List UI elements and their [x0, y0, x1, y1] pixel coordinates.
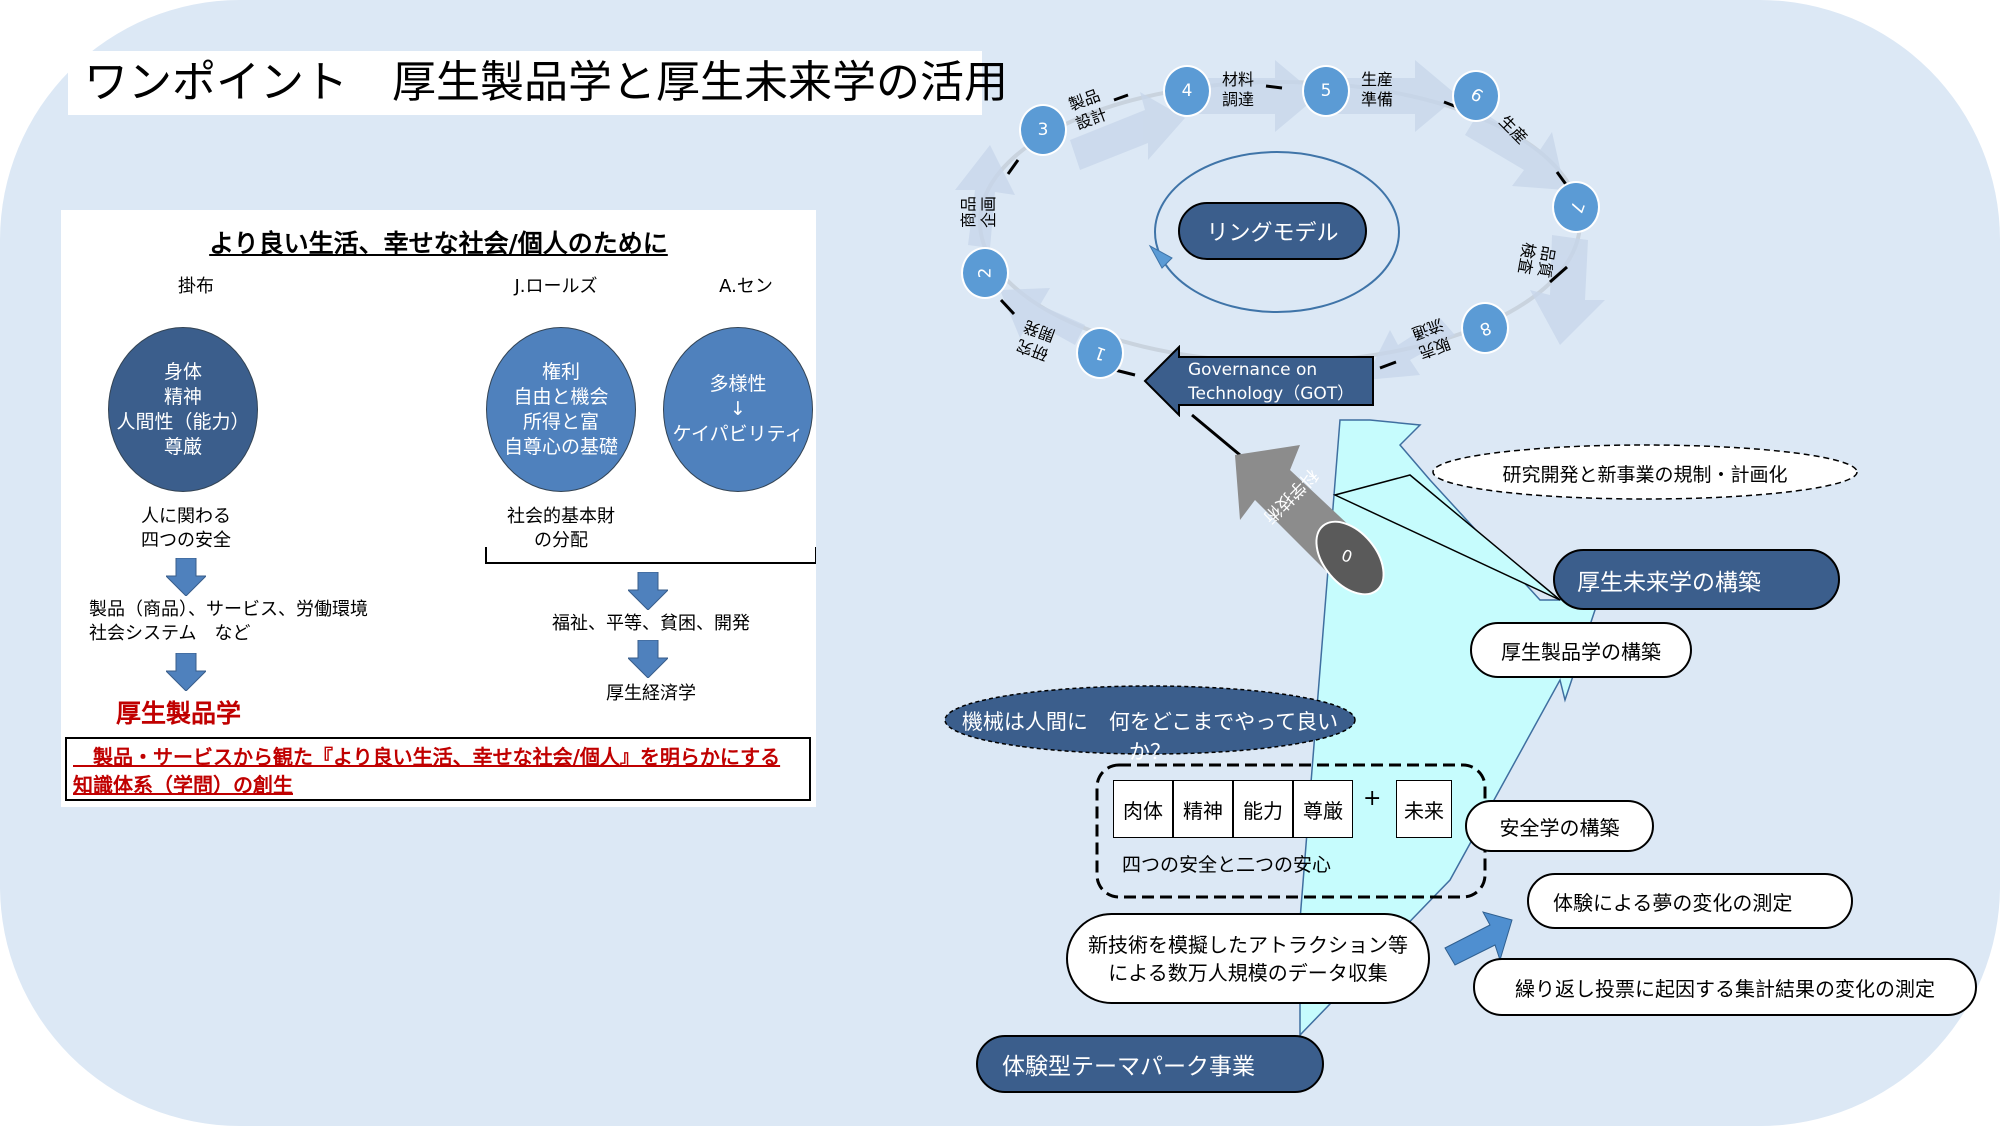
circle-line: 所得と富 — [522, 410, 599, 433]
welfare-text: 福祉、平等、貧困、開発 — [552, 613, 750, 634]
page-title: ワンポイント 厚生製品学と厚生未来学の活用 — [68, 51, 1008, 115]
theme-park-button[interactable]: 体験型テーマパーク事業 — [976, 1035, 1324, 1093]
circle-sen: 多様性 ↓ ケイパビリティ — [663, 327, 813, 492]
author-kakefu: 掛布 — [178, 276, 214, 297]
got-label: Governance on Technology（GOT） — [1188, 358, 1354, 406]
circle-line: 精神 — [163, 385, 202, 408]
conclusion-box: 製品・サービスから観た『より良い生活、幸せな社会/個人』を明らかにする 知識体系… — [65, 737, 811, 801]
text-line: 社会的基本財 — [507, 506, 615, 527]
regulation-ellipse — [1432, 444, 1858, 500]
label-line: による数万人規模のデータ収集 — [1108, 960, 1388, 985]
safety-cell-mind: 精神 — [1173, 780, 1233, 838]
cycle-ellipse — [1154, 151, 1400, 313]
circle-line: ↓ — [730, 398, 746, 420]
circle-line: 自尊心の基礎 — [503, 435, 618, 458]
circle-line: 権利 — [541, 360, 580, 383]
circle-line: ケイパビリティ — [672, 423, 804, 445]
cycle-arrowhead-icon — [1148, 244, 1173, 269]
dream-measure-button[interactable]: 体験による夢の変化の測定 — [1527, 873, 1853, 929]
panel-heading: より良い生活、幸せな社会/個人のために — [209, 229, 668, 258]
safety-cell-ability: 能力 — [1233, 780, 1293, 838]
author-rawls: J.ロールズ — [514, 276, 598, 297]
data-collection-bubble[interactable]: 新技術を模擬したアトラクション等 による数万人規模のデータ収集 — [1066, 913, 1430, 1004]
plus-sign: + — [1363, 786, 1382, 811]
connector — [1191, 413, 1241, 457]
technology-arrow — [1235, 445, 1385, 596]
safety-cell-dignity: 尊厳 — [1293, 780, 1353, 838]
left-panel: より良い生活、幸せな社会/個人のために 掛布 J.ロールズ A.セン 身体 精神… — [61, 210, 816, 807]
author-sen: A.セン — [719, 276, 773, 297]
ring-node-2[interactable]: 2 — [961, 247, 1009, 299]
circle-line: 自由と機会 — [513, 385, 609, 408]
label-line: 新技術を模擬したアトラクション等 — [1088, 932, 1408, 957]
text-line: の分配 — [534, 530, 588, 551]
measure-arrow-icon — [1444, 911, 1513, 966]
circle-line: 尊厳 — [163, 435, 202, 458]
question-ellipse — [944, 685, 1356, 755]
safety-cell-future: 未来 — [1396, 780, 1452, 838]
ring-node-8[interactable]: 8 — [1461, 302, 1509, 354]
text-line: 製品（商品）、サービス、労働環境 — [89, 599, 368, 620]
down-arrow-icon — [628, 640, 668, 678]
safety-cell-body: 肉体 — [1113, 780, 1173, 838]
welfare-product-studies: 厚生製品学 — [116, 699, 242, 728]
label-line: 生産 — [1361, 70, 1394, 89]
circle-kakefu: 身体 精神 人間性（能力） 尊厳 — [108, 327, 258, 492]
products-text: 製品（商品）、サービス、労働環境 社会システム など — [89, 598, 449, 646]
label-line: 材料 — [1222, 70, 1255, 89]
ring-node-4[interactable]: 4 — [1163, 65, 1211, 117]
ring-node-3[interactable]: 3 — [1019, 104, 1067, 156]
ring-node-1[interactable]: 1 — [1076, 327, 1124, 379]
social-goods-text: 社会的基本財 の分配 — [491, 505, 631, 553]
node-number: 4 — [1181, 81, 1193, 101]
text-line: 社会システム など — [89, 623, 251, 644]
question-label: 機械は人間に 何をどこまでやって良いか？ — [961, 710, 1339, 764]
regulation-arrow — [1332, 474, 1561, 601]
got-arrow — [1143, 345, 1374, 417]
label-line: 企画 — [979, 195, 999, 229]
node-number: 5 — [1320, 81, 1332, 101]
label-line: Governance on — [1188, 360, 1318, 380]
node-number: 8 — [1476, 316, 1494, 340]
ring-label-5: 生産準備 — [1361, 70, 1393, 110]
node-number: 2 — [974, 267, 995, 279]
product-studies-button[interactable]: 厚生製品学の構築 — [1470, 622, 1692, 678]
node-number: 7 — [1564, 198, 1588, 216]
circle-rawls: 権利 自由と機会 所得と富 自尊心の基礎 — [486, 327, 636, 492]
text-line: 人に関わる — [141, 506, 231, 527]
conclusion-line: 製品・サービスから観た『より良い生活、幸せな社会/個人』を明らかにする — [73, 745, 781, 769]
ring-node-7[interactable]: 7 — [1552, 181, 1600, 233]
node-number: 3 — [1037, 120, 1049, 140]
vote-measure-button[interactable]: 繰り返し投票に起因する集計結果の変化の測定 — [1473, 958, 1977, 1016]
safety-studies-button[interactable]: 安全学の構築 — [1465, 800, 1654, 852]
regulation-label: 研究開発と新事業の規制・計画化 — [1502, 464, 1788, 486]
future-studies-button[interactable]: 厚生未来学の構築 — [1553, 549, 1840, 610]
node-number: 6 — [1466, 84, 1486, 108]
ring-label-2: 商品企画 — [959, 196, 999, 228]
ring-label-7: 品質検査 — [1514, 241, 1559, 279]
bracket — [485, 547, 816, 564]
circle-line: 多様性 — [709, 373, 767, 395]
label-line: 準備 — [1361, 90, 1394, 109]
circle-line: 人間性（能力） — [116, 410, 250, 433]
welfare-economics: 厚生経済学 — [606, 683, 696, 704]
text-line: 四つの安全 — [141, 530, 231, 551]
down-arrow-icon — [166, 653, 206, 691]
down-arrow-icon — [166, 558, 206, 596]
label-line: Technology（GOT） — [1188, 384, 1355, 404]
ring-label-4: 材料調達 — [1222, 70, 1254, 110]
label-line: 調達 — [1222, 90, 1255, 109]
label-line: 商品 — [959, 195, 979, 229]
ring-model-button[interactable]: リングモデル — [1178, 202, 1367, 260]
four-safety-text: 人に関わる 四つの安全 — [121, 505, 251, 553]
safety-caption: 四つの安全と二つの安心 — [1122, 854, 1332, 876]
ring-node-5[interactable]: 5 — [1302, 65, 1350, 117]
conclusion-line: 知識体系（学問）の創生 — [73, 773, 293, 797]
circle-line: 身体 — [163, 360, 202, 383]
ring-flow-arrows — [955, 60, 1605, 380]
ring-node-6[interactable]: 6 — [1452, 70, 1500, 122]
node-number: 1 — [1091, 341, 1109, 365]
down-arrow-icon — [628, 572, 668, 610]
